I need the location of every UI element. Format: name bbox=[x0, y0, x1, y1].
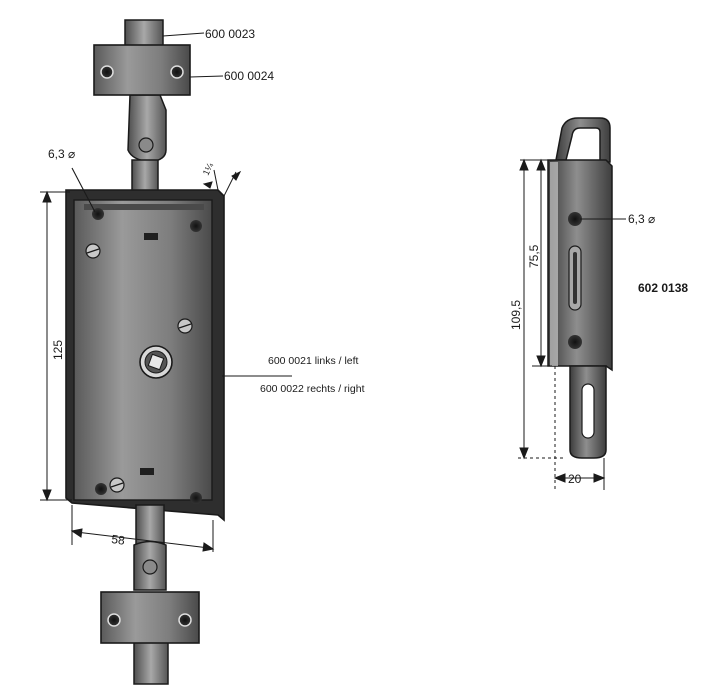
lock-assembly bbox=[40, 19, 292, 685]
label-hole-right: 6,3 ⌀ bbox=[628, 212, 655, 226]
dim-thickness bbox=[202, 169, 242, 197]
top-striker-plate bbox=[93, 44, 191, 96]
keeper-dims bbox=[518, 158, 606, 490]
bottom-striker-plate bbox=[100, 591, 200, 644]
lock-case bbox=[65, 189, 225, 522]
bottom-bolt bbox=[133, 504, 169, 685]
label-height: 125 bbox=[51, 340, 65, 360]
label-keeper-total: 109,5 bbox=[509, 300, 523, 330]
label-keeper-inner: 75,5 bbox=[527, 244, 541, 268]
label-keeper-width: 20 bbox=[568, 472, 582, 486]
label-hole-left: 6,3 ⌀ bbox=[48, 147, 75, 161]
label-keeper: 602 0138 bbox=[638, 281, 688, 295]
keeper-assembly bbox=[518, 117, 626, 490]
label-width: 58 bbox=[111, 532, 126, 548]
label-bolt-top: 600 0023 bbox=[205, 27, 255, 41]
leader-lines bbox=[71, 32, 292, 377]
dim-height bbox=[40, 190, 72, 502]
label-lock-right: 600 0022 rechts / right bbox=[260, 383, 365, 395]
label-thickness: 1¼ bbox=[201, 161, 216, 177]
dim-width bbox=[70, 505, 215, 552]
label-lock-left: 600 0021 links / left bbox=[268, 355, 359, 367]
label-striker-plate: 600 0024 bbox=[224, 69, 274, 83]
